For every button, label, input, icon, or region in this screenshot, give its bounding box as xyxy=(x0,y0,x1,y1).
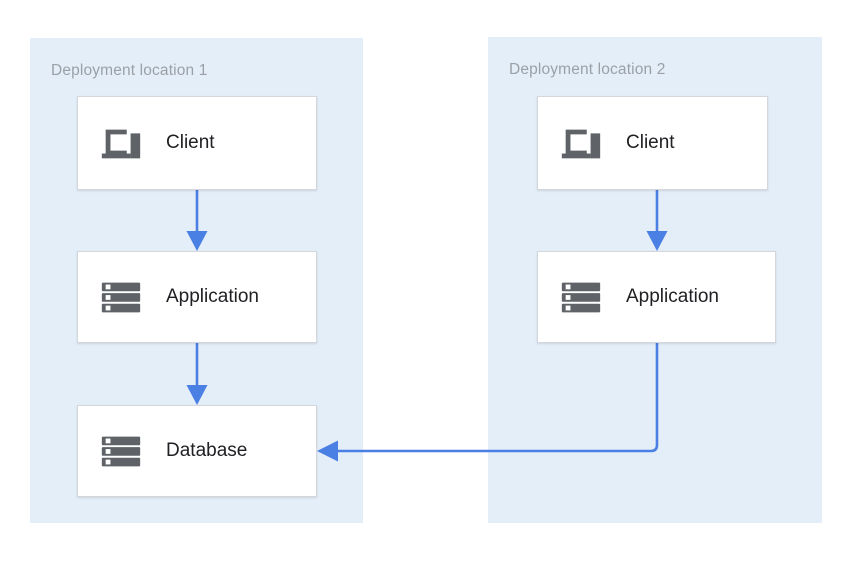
client-devices-icon xyxy=(101,129,141,159)
node-application-2-label: Application xyxy=(626,286,719,307)
deployment-zone-2-label: Deployment location 2 xyxy=(509,61,666,78)
node-database-1[interactable]: Database xyxy=(77,405,317,497)
node-client-2-label: Client xyxy=(626,132,675,153)
server-icon xyxy=(101,436,141,467)
node-application-1-label: Application xyxy=(166,286,259,307)
node-client-2[interactable]: Client xyxy=(537,96,768,190)
server-icon xyxy=(561,282,601,313)
node-database-1-label: Database xyxy=(166,440,248,461)
server-icon xyxy=(101,282,141,313)
deployment-zone-1-label: Deployment location 1 xyxy=(51,62,208,79)
node-application-2[interactable]: Application xyxy=(537,251,776,343)
client-devices-icon xyxy=(561,129,601,159)
node-client-1[interactable]: Client xyxy=(77,96,317,190)
node-client-1-label: Client xyxy=(166,132,215,153)
node-application-1[interactable]: Application xyxy=(77,251,317,343)
